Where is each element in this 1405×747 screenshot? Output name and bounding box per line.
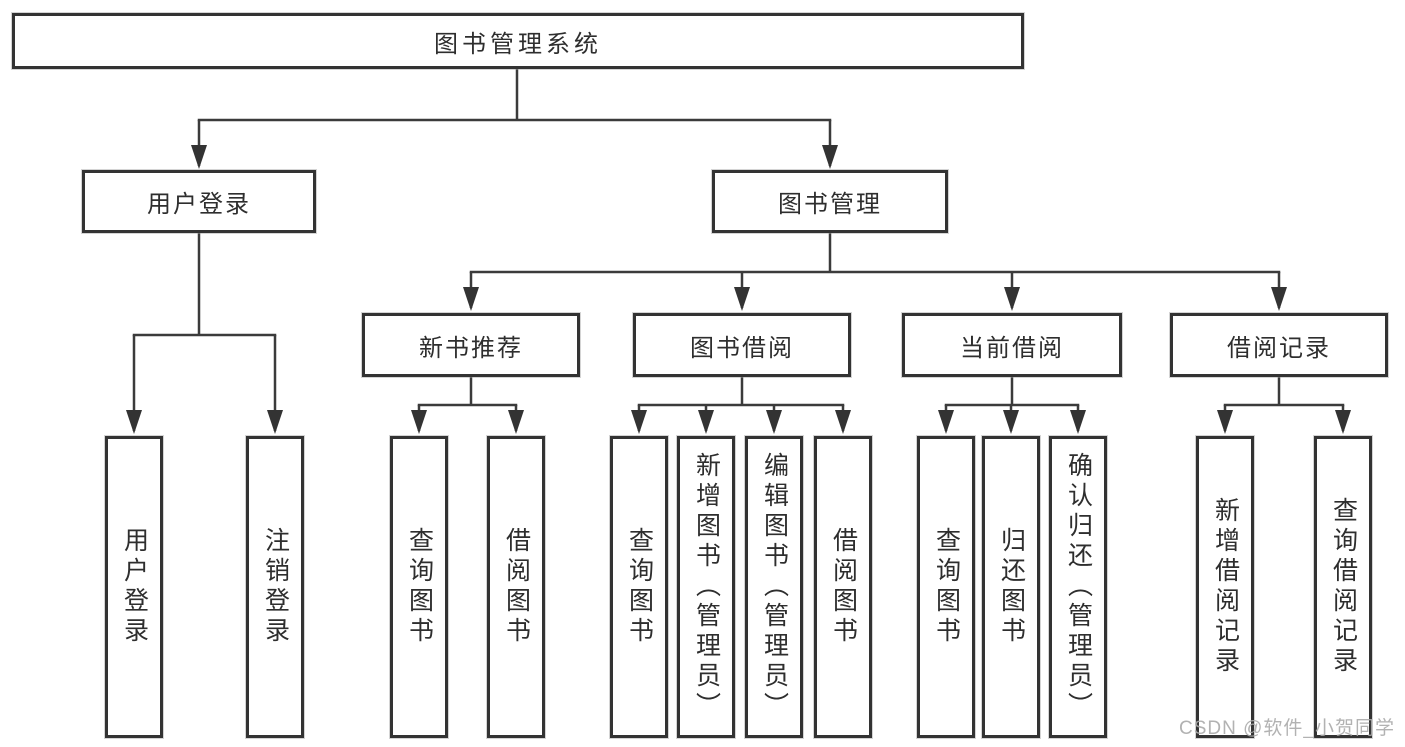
node-label: 查询图书 — [625, 527, 654, 647]
node-current-borrowing: 当前借阅 — [902, 313, 1122, 377]
leaf-confirm-return-admin: 确认归还（管理员） — [1049, 436, 1107, 738]
node-label: 确认归还（管理员） — [1064, 452, 1093, 722]
leaf-query-books-recommend: 查询图书 — [390, 436, 448, 738]
node-label: 借阅记录 — [1227, 334, 1331, 362]
node-label: 用户登录 — [147, 191, 251, 218]
leaf-add-books-admin: 新增图书（管理员） — [677, 436, 735, 738]
node-label: 当前借阅 — [960, 334, 1064, 362]
node-label: 编辑图书（管理员） — [760, 452, 789, 722]
node-library-management-system: 图书管理系统 — [12, 13, 1024, 69]
node-label: 查询图书 — [405, 527, 434, 647]
node-new-book-recommendation: 新书推荐 — [362, 313, 580, 377]
leaf-logout: 注销登录 — [246, 436, 304, 738]
node-book-borrowing: 图书借阅 — [633, 313, 851, 377]
node-label: 图书管理系统 — [434, 30, 602, 58]
leaf-query-borrow-record: 查询借阅记录 — [1314, 436, 1372, 738]
node-label: 图书管理 — [778, 191, 882, 218]
leaf-edit-books-admin: 编辑图书（管理员） — [745, 436, 803, 738]
leaf-user-login: 用户登录 — [105, 436, 163, 738]
node-label: 用户登录 — [120, 527, 149, 647]
node-borrowing-records: 借阅记录 — [1170, 313, 1388, 377]
leaf-return-books: 归还图书 — [982, 436, 1040, 738]
node-label: 图书借阅 — [690, 334, 794, 362]
node-label: 新增图书（管理员） — [692, 452, 721, 722]
leaf-query-books-current: 查询图书 — [917, 436, 975, 738]
node-label: 查询借阅记录 — [1329, 497, 1358, 677]
leaf-add-borrow-record: 新增借阅记录 — [1196, 436, 1254, 738]
leaf-query-books-borrow: 查询图书 — [610, 436, 668, 738]
leaf-borrow-books-recommend: 借阅图书 — [487, 436, 545, 738]
node-label: 新增借阅记录 — [1211, 497, 1240, 677]
node-label: 借阅图书 — [829, 527, 858, 647]
node-label: 借阅图书 — [502, 527, 531, 647]
node-user-login-module: 用户登录 — [82, 170, 316, 233]
node-label: 查询图书 — [932, 527, 961, 647]
node-label: 注销登录 — [261, 527, 290, 647]
node-book-management-module: 图书管理 — [712, 170, 948, 233]
node-label: 新书推荐 — [419, 334, 523, 362]
node-label: 归还图书 — [997, 527, 1026, 647]
leaf-borrow-books: 借阅图书 — [814, 436, 872, 738]
